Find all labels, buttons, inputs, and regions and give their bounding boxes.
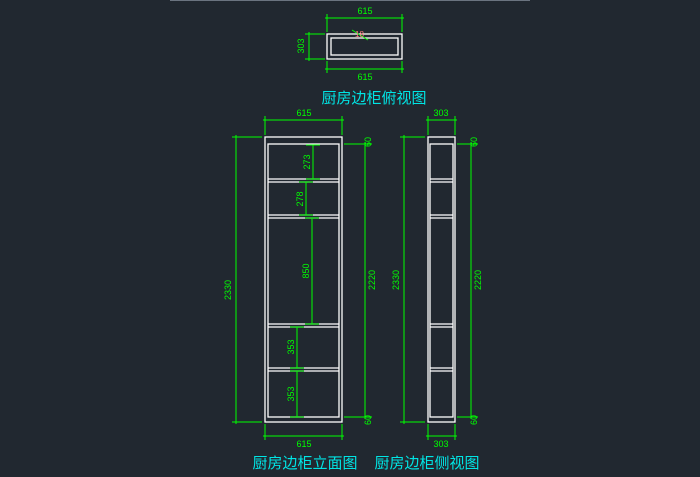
front-inner-height: 2220 (367, 270, 377, 290)
front-view: 615 615 2330 2220 60 60 273 278 850 (223, 108, 377, 472)
shelf-dim-1: 273 (302, 154, 312, 169)
top-view-width-bottom: 615 (357, 72, 372, 82)
side-width-top: 303 (433, 108, 448, 118)
top-view-inner-dim: 18 (355, 30, 364, 39)
side-bottom-gap: 60 (469, 415, 479, 425)
front-outer (264, 136, 343, 423)
shelf-dim-2: 278 (295, 191, 305, 206)
side-top-gap: 60 (469, 137, 479, 147)
side-view-title: 厨房边柜侧视图 (374, 454, 479, 472)
top-view: 615 615 303 18 厨房边柜俯视图 (296, 6, 427, 107)
side-inner (429, 143, 454, 418)
shelf-dim-4: 353 (286, 339, 296, 354)
front-width-bottom: 615 (296, 439, 311, 449)
side-inner-height: 2220 (473, 270, 483, 290)
side-outer (427, 136, 456, 423)
front-view-title: 厨房边柜立面图 (252, 454, 357, 472)
side-overall-height: 2330 (391, 270, 401, 290)
front-bottom-gap: 60 (363, 415, 373, 425)
front-top-gap: 60 (363, 137, 373, 147)
front-width-top: 615 (296, 108, 311, 118)
top-view-width-top: 615 (357, 6, 372, 16)
shelf-dim-5: 353 (286, 386, 296, 401)
side-width-bottom: 303 (433, 439, 448, 449)
top-view-title: 厨房边柜俯视图 (321, 89, 426, 107)
top-view-outline (326, 33, 403, 60)
front-overall-height: 2330 (223, 280, 233, 300)
top-view-depth: 303 (296, 38, 306, 53)
shelf-dim-3: 850 (301, 263, 311, 278)
side-view: 303 303 2330 2220 60 60 厨房边柜侧视图 (374, 108, 483, 472)
front-inner (267, 143, 340, 418)
top-view-inner (330, 37, 399, 56)
